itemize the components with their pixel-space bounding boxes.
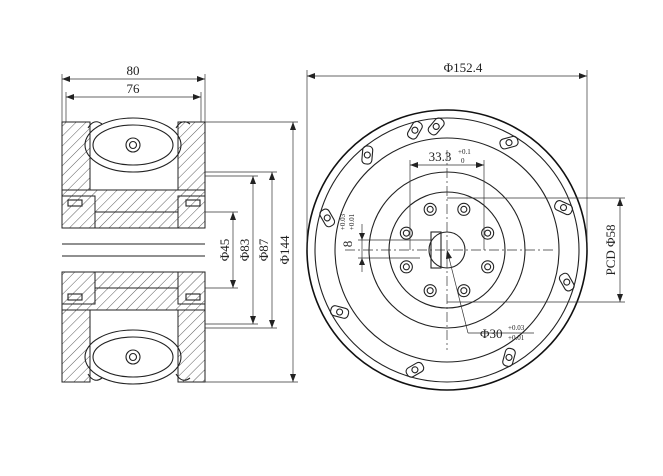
bolt-hole-inner [460, 205, 468, 213]
bore-diameter-front-label: Φ30 [480, 326, 503, 341]
roller-bosses [319, 117, 575, 378]
bolt-hole-inner [484, 229, 492, 237]
bore-tol-lower: +0.01 [508, 334, 525, 342]
hub-upper [61, 189, 206, 229]
bottom-roller [61, 309, 206, 385]
pcd-label: PCD Φ58 [603, 224, 618, 275]
bolt-hole-inner [402, 263, 410, 271]
hub-diameter-label: Φ83 [237, 239, 252, 262]
outer-diameter-label: Φ152.4 [444, 60, 483, 75]
roller-boss [405, 361, 425, 378]
hub-lower [61, 271, 206, 311]
roller-boss [499, 135, 519, 150]
key-depth-label: 8 [340, 241, 355, 248]
dim-key-depth: 8 +0.03 +0.01 [339, 213, 431, 272]
bolt-hole [399, 226, 413, 240]
bolt-hole-inner [460, 287, 468, 295]
bolt-hole-inner [426, 287, 434, 295]
bore [62, 227, 205, 273]
roller-boss [427, 117, 445, 136]
key-depth-tol-upper: +0.03 [339, 213, 347, 230]
roller-boss [554, 200, 574, 216]
roller-boss [329, 305, 350, 319]
dim-pcd: PCD Φ58 [447, 197, 625, 303]
bolt-hole-inner [426, 205, 434, 213]
dim-inner-width: 76 [65, 81, 202, 122]
key-depth-tol-lower: +0.01 [348, 213, 356, 230]
bolt-hole-inner [402, 229, 410, 237]
keyway-width-tol-lower: 0 [461, 157, 465, 165]
flange-diameter-label: Φ87 [256, 238, 271, 261]
bolt-hole [423, 284, 437, 298]
dim-overall-width: 80 [61, 63, 206, 122]
roller-diameter-label: Φ144 [277, 235, 292, 265]
bolt-holes [399, 202, 495, 298]
bolt-hole [457, 284, 471, 298]
keyway-width-label: 33.3 [429, 149, 452, 164]
dim-diameters: Φ45 Φ83 Φ87 Φ144 [205, 121, 298, 383]
roller-boss [361, 145, 374, 165]
bore-tol-upper: +0.03 [508, 324, 525, 332]
side-view: 80 76 [61, 63, 298, 385]
bolt-hole [457, 202, 471, 216]
bolt-hole [481, 226, 495, 240]
roller-boss [558, 272, 575, 292]
roller-boss [319, 208, 336, 228]
roller-boss [502, 347, 516, 368]
inner-width-label: 76 [127, 81, 141, 96]
dim-outer-diameter: Φ152.4 [306, 60, 588, 250]
bore-diameter-label: Φ45 [217, 239, 232, 262]
dim-keyway-width: 33.3 +0.1 0 [409, 148, 485, 250]
front-view: Φ152.4 33.3 +0.1 0 8 +0.03 +0.01 [306, 60, 625, 391]
bolt-hole [423, 202, 437, 216]
roller-boss [406, 120, 423, 140]
overall-width-label: 80 [127, 63, 140, 78]
keyway-width-tol-upper: +0.1 [458, 148, 471, 156]
dim-bore-diameter: Φ30 +0.03 +0.01 [446, 249, 534, 342]
bolt-hole [399, 260, 413, 274]
bolt-hole [481, 260, 495, 274]
bolt-hole-inner [484, 263, 492, 271]
top-roller [61, 117, 206, 191]
